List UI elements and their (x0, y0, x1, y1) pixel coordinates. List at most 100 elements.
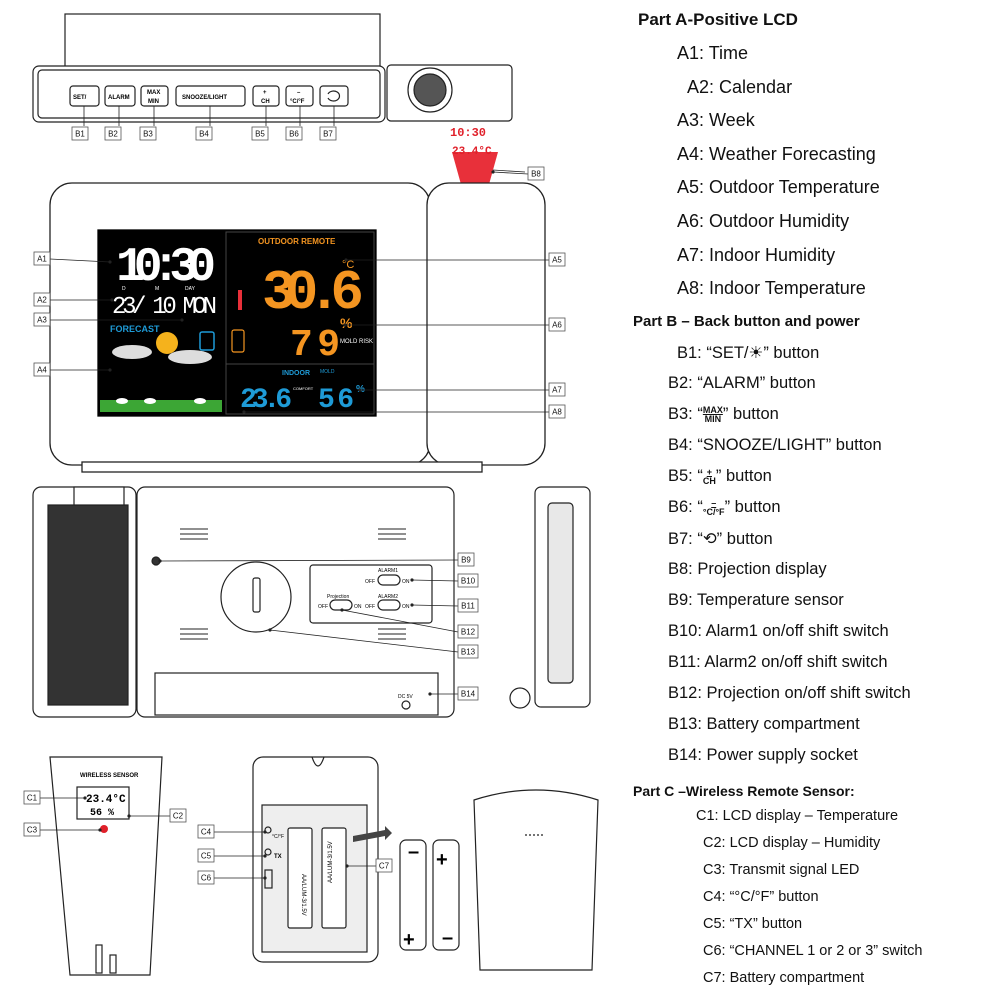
minus-label: – (297, 90, 301, 96)
top-view (32, 13, 513, 126)
grass-strip (100, 400, 222, 412)
callout-a7: A7 (552, 386, 562, 395)
callout-box-a8 (548, 404, 566, 419)
callout-box-b10 (457, 573, 479, 588)
callout-box-b12 (457, 624, 479, 639)
alarm1-switch[interactable] (377, 574, 401, 586)
legend-glyph: ⟲” button (702, 530, 773, 548)
callout-b3: B3 (143, 130, 153, 139)
tx-button[interactable] (264, 848, 272, 856)
set-button[interactable] (69, 85, 100, 107)
svg-text:OFF: OFF (365, 579, 375, 585)
part-c-heading: Part C –Wireless Remote Sensor: (633, 783, 855, 799)
legend-item-a1: A1: Time (677, 43, 749, 63)
callout-dot (110, 298, 114, 302)
svg-text:–: – (408, 841, 419, 863)
legend-glyph: ☀” button (748, 344, 820, 362)
callout-box-a5 (548, 252, 566, 267)
callout-box-b4 (195, 126, 213, 141)
callout-dot (242, 410, 246, 414)
callout-leader (411, 604, 459, 607)
callout-dot (98, 828, 102, 832)
callout-box-a3 (33, 312, 51, 327)
callout-box-b6 (285, 126, 303, 141)
legend-glyph: –°C/°F” button (702, 497, 781, 517)
callout-box-b13 (457, 644, 479, 659)
legend-item-c3: C3: Transmit signal LED (703, 862, 860, 878)
callout-dot (108, 368, 112, 372)
callout-dot (108, 260, 112, 264)
callout-c5: C5 (201, 852, 212, 861)
callout-c3: C3 (27, 826, 38, 835)
svg-text:ON: ON (402, 604, 410, 610)
legend-item-a8: A8: Indoor Temperature (677, 278, 866, 299)
cf-label: °C/°F (290, 99, 305, 105)
snooze-light-button[interactable] (175, 85, 246, 107)
side-socket (509, 687, 531, 709)
svg-text:DC 5V: DC 5V (398, 694, 413, 700)
legend-item-c2: C2: LCD display – Humidity (703, 835, 881, 851)
legend-item-a5: A5: Outdoor Temperature (677, 177, 880, 198)
svg-text:D: D (122, 286, 126, 292)
legend-item-c7: C7: Battery compartment (703, 970, 865, 986)
lcd-time: 10:30 (116, 241, 216, 295)
part-a-heading: Part A-Positive LCD (638, 10, 798, 29)
callout-dot (491, 170, 495, 174)
plus-label: + (263, 90, 267, 96)
rotate-button[interactable] (319, 85, 349, 107)
svg-text:–: – (442, 927, 453, 949)
callout-dot (180, 318, 184, 322)
callout-a2: A2 (37, 296, 47, 305)
legend-glyph: +CH” button (702, 466, 772, 486)
svg-text:°C: °C (342, 259, 354, 271)
legend-item-b13: B13: Battery compartment (668, 715, 860, 733)
outdoor-temp: 30.6 (262, 261, 364, 325)
legend-item-a4: A4: Weather Forecasting (677, 143, 876, 164)
callout-b5: B5 (255, 130, 265, 139)
sensor-lcd (76, 786, 130, 820)
svg-text:°C/°F: °C/°F (272, 834, 284, 840)
legend-item-b1: B1: “SET/☀” button (677, 344, 820, 362)
callout-box-b5 (251, 126, 269, 141)
callout-dot (343, 323, 347, 327)
callout-dot (263, 830, 267, 834)
callout-b9: B9 (461, 556, 471, 565)
lcd-screen: 10:30 23/ 10 MON D M DAY FORECAST OUTDOO… (100, 231, 375, 416)
callout-b1: B1 (75, 130, 85, 139)
legend-item-b14: B14: Power supply socket (668, 746, 858, 764)
battery (432, 839, 460, 951)
minus-cf-button[interactable] (285, 85, 314, 107)
svg-text:AA/LUM-3/1.5V: AA/LUM-3/1.5V (300, 874, 306, 916)
power-socket[interactable] (401, 700, 411, 710)
callout-b11: B11 (461, 602, 475, 611)
legend-item-a3: A3: Week (677, 110, 755, 131)
max-min-button[interactable] (140, 85, 169, 107)
callout-box-c5 (197, 848, 215, 863)
callout-leader (341, 609, 459, 633)
callout-box-a1 (33, 251, 51, 266)
sun-icon (156, 332, 178, 354)
callout-c1: C1 (27, 794, 38, 803)
svg-text:23.4°C: 23.4°C (452, 146, 492, 158)
alarm2-switch[interactable] (377, 599, 401, 611)
callout-c2: C2 (173, 812, 184, 821)
callout-dot (83, 796, 87, 800)
svg-text:56 %: 56 % (90, 808, 114, 819)
callout-box-a7 (548, 382, 566, 397)
svg-text:+: + (403, 929, 415, 951)
callout-box-c2 (169, 808, 187, 823)
cf-button[interactable] (264, 826, 272, 834)
callout-dot (410, 603, 414, 607)
cloud-icon (168, 350, 212, 364)
legend-item-c5: C5: “TX” button (703, 916, 803, 932)
cloud-icon (112, 345, 152, 359)
callout-dot (344, 258, 348, 262)
legend-item-c1: C1: LCD display – Temperature (696, 808, 899, 824)
alarm-button[interactable] (104, 85, 136, 107)
callout-dot (127, 814, 131, 818)
callout-b12: B12 (461, 628, 476, 637)
